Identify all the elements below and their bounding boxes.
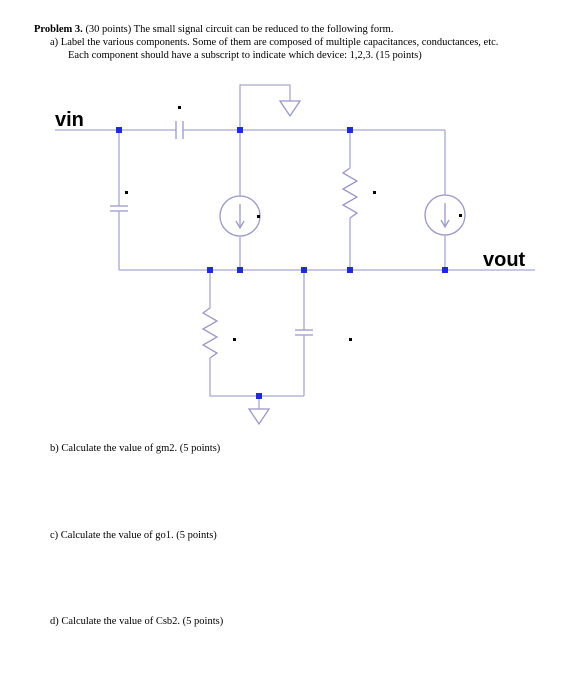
resistor-2-polarity-dot xyxy=(233,338,236,341)
circuit-schematic: vin vout xyxy=(55,84,535,426)
current-source-2-polarity-dot xyxy=(459,214,462,217)
node-ground xyxy=(256,393,262,399)
node-mid-1 xyxy=(207,267,213,273)
problem-heading: Problem 3. (30 points) The small signal … xyxy=(34,23,393,36)
current-source-1-arrow-head xyxy=(235,220,245,230)
vout-label: vout xyxy=(483,249,526,271)
part-b: b) Calculate the value of gm2. (5 points… xyxy=(50,443,221,454)
node-markers xyxy=(116,127,448,399)
vin-label: vin xyxy=(55,109,84,131)
series-capacitor-polarity-dot xyxy=(178,106,181,109)
part-a-line2: Each component should have a subscript t… xyxy=(68,50,422,61)
problem-intro: (30 points) The small signal circuit can… xyxy=(85,24,394,35)
part-d: d) Calculate the value of Csb2. (5 point… xyxy=(50,616,224,627)
node-vin xyxy=(116,127,122,133)
resistor-2-wire-bottom xyxy=(209,358,304,397)
node-top-1 xyxy=(237,127,243,133)
node-top-2 xyxy=(347,127,353,133)
resistor-1-polarity-dot xyxy=(373,191,376,194)
part-a-line1: a) Label the various components. Some of… xyxy=(50,37,499,48)
current-source-1-polarity-dot xyxy=(257,215,260,218)
bottom-capacitor-polarity-dot xyxy=(349,338,352,341)
node-mid-2 xyxy=(237,267,243,273)
part-c: c) Calculate the value of go1. (5 points… xyxy=(50,530,217,541)
top-ground-wire xyxy=(239,84,291,130)
problem-number: Problem 3. xyxy=(34,24,83,35)
node-vout xyxy=(442,267,448,273)
top-ground-symbol xyxy=(278,100,302,118)
current-source-2-arrow-head xyxy=(440,219,450,229)
resistor-1-symbol xyxy=(341,167,359,219)
node-mid-3 xyxy=(301,267,307,273)
resistor-2-symbol xyxy=(201,307,219,359)
node-mid-4 xyxy=(347,267,353,273)
bottom-ground-symbol xyxy=(247,408,271,426)
left-capacitor-polarity-dot xyxy=(125,191,128,194)
